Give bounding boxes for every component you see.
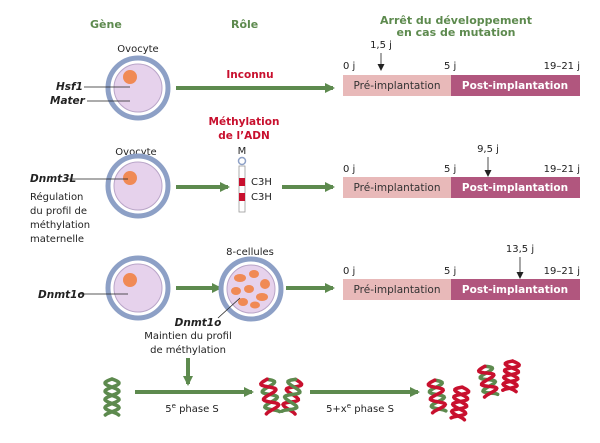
row2-note-line1: Régulation xyxy=(30,191,83,203)
dna-helix-gen2-3 xyxy=(476,364,500,399)
row1-role-unknown: Inconnu xyxy=(226,69,273,81)
row2-gene: Dnmt3L xyxy=(30,173,76,185)
row2-bar-post xyxy=(451,177,580,198)
row1-oocyte xyxy=(105,55,171,121)
row3-gene-small: Dnmt1o xyxy=(175,317,222,329)
dna-helix-parent xyxy=(103,377,121,417)
row1-tick-start: 0 j xyxy=(343,61,355,72)
row2-note-line3: méthylation xyxy=(30,219,90,231)
row1-bar-pre xyxy=(343,75,451,96)
row1-tick-end: 19–21 j xyxy=(544,61,580,72)
row3-oocyte xyxy=(105,255,171,321)
row3-tick-end: 19–21 j xyxy=(544,266,580,277)
header-gene: Gène xyxy=(90,18,122,31)
row3-bar-post xyxy=(451,279,580,300)
phase1-label: 5e phase S xyxy=(165,402,219,415)
dna-helix-gen2-2 xyxy=(449,385,471,422)
row2-cell-label: Ovocyte xyxy=(115,147,156,158)
header-role: Rôle xyxy=(231,18,258,31)
row2-marker-label: 9,5 j xyxy=(477,144,499,155)
row2-c3h-1: C3H xyxy=(251,177,272,188)
row3-note-line2: de méthylation xyxy=(150,344,226,356)
row1-bar-post xyxy=(451,75,580,96)
row1-marker-label: 1,5 j xyxy=(370,40,392,51)
row1-gene-hsf1: Hsf1 xyxy=(56,81,83,93)
header-arret-line2: en cas de mutation xyxy=(397,26,516,39)
row2-role-line1: Méthylation xyxy=(209,116,280,128)
row2-note-line4: maternelle xyxy=(30,234,84,245)
row1-bar-post-label: Post-implantation xyxy=(462,80,568,92)
row2-tick-end: 19–21 j xyxy=(544,164,580,175)
row2-m-label: M xyxy=(238,146,247,157)
dna-helix-gen2-4 xyxy=(501,359,521,394)
row2-tick-start: 0 j xyxy=(343,164,355,175)
eight-cell-embryo-icon xyxy=(218,256,284,322)
row3-note-line1: Maintien du profil xyxy=(144,331,232,342)
row1-cell-label: Ovocyte xyxy=(117,44,158,55)
row2-c3h-2: C3H xyxy=(251,192,272,203)
row3-tick-start: 0 j xyxy=(343,266,355,277)
row3-embryo-label: 8-cellules xyxy=(226,247,274,258)
dna-methylation-icon: M xyxy=(238,146,247,213)
row2-tick-mid: 5 j xyxy=(444,164,456,175)
dna-helices xyxy=(103,359,521,422)
row3-bar-pre xyxy=(343,279,451,300)
row2-bar-pre xyxy=(343,177,451,198)
dna-helix-daughter-2 xyxy=(280,377,304,416)
row3-gene: Dnmt1o xyxy=(38,289,85,301)
row3-tick-mid: 5 j xyxy=(444,266,456,277)
row3-bar-pre-label: Pré-implantation xyxy=(354,284,441,296)
header-arret-line1: Arrêt du développement xyxy=(380,14,532,27)
row2-role-line2: de l’ADN xyxy=(218,130,270,142)
row2-oocyte xyxy=(105,153,171,219)
row3-marker-label: 13,5 j xyxy=(506,244,534,255)
row1-gene-mater: Mater xyxy=(50,95,86,107)
row3-embryo-pointer xyxy=(217,297,241,319)
dna-helix-gen2-1 xyxy=(426,378,448,415)
dna-helix-daughter-1 xyxy=(258,377,282,416)
row2-bar-pre-label: Pré-implantation xyxy=(354,182,441,194)
row3-bar-post-label: Post-implantation xyxy=(462,284,568,296)
phase2-label: 5+xe phase S xyxy=(326,402,394,415)
row2-note-line2: du profil de xyxy=(30,206,87,217)
row1-bar-pre-label: Pré-implantation xyxy=(354,80,441,92)
row1-tick-mid: 5 j xyxy=(444,61,456,72)
row2-bar-post-label: Post-implantation xyxy=(462,182,568,194)
